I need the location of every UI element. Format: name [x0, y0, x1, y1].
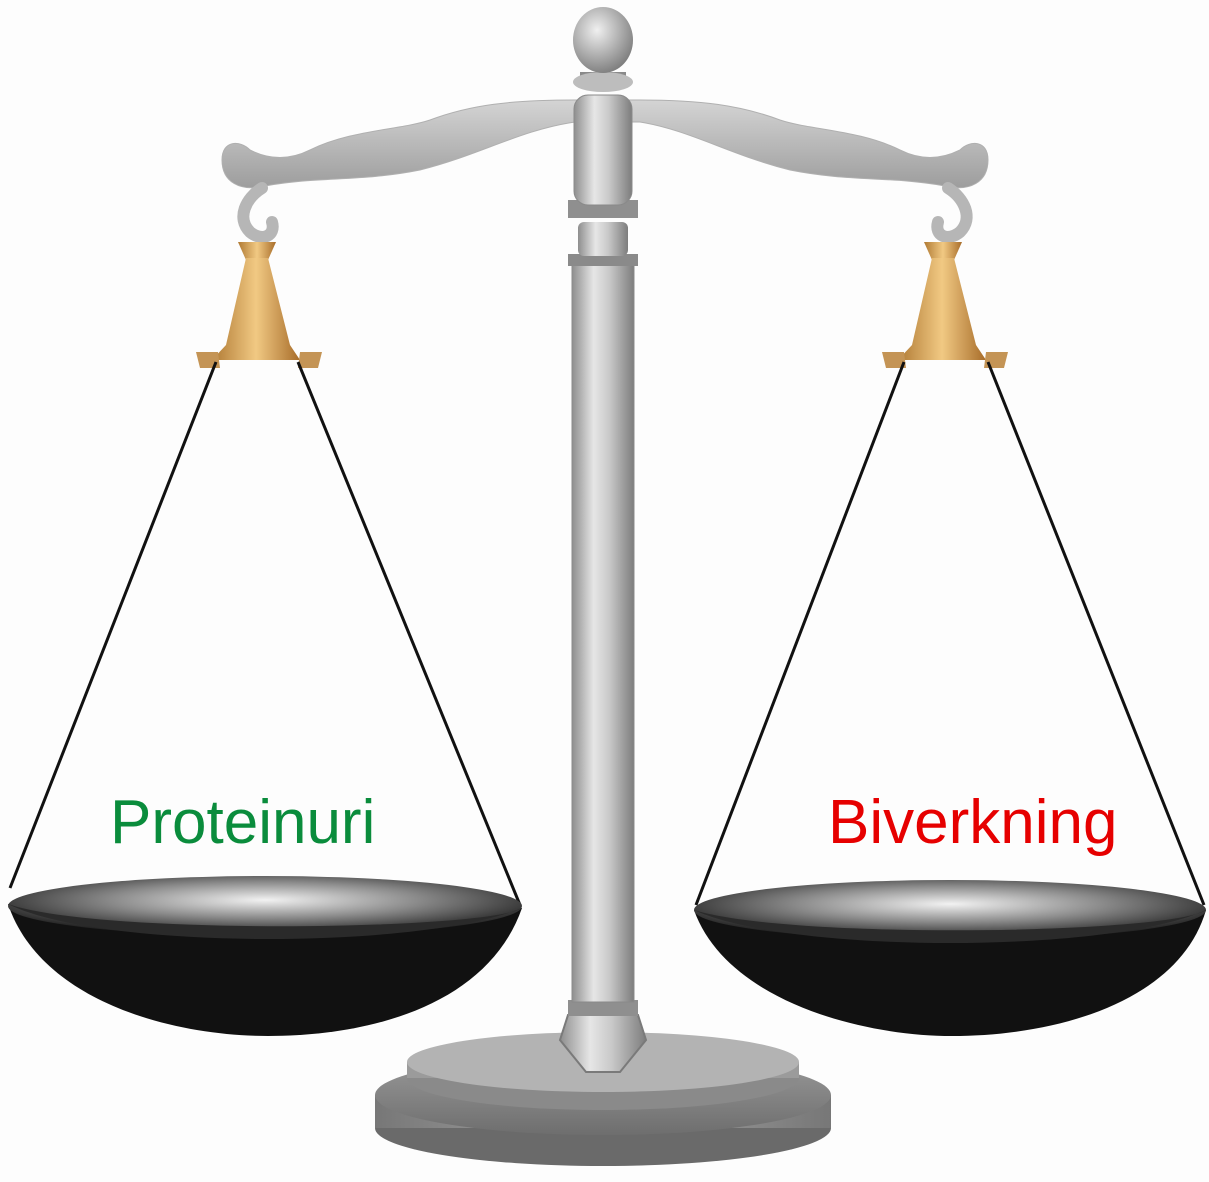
- right-pan: [694, 880, 1206, 1036]
- left-pan: [8, 876, 522, 1036]
- column-shaft: [572, 262, 634, 1002]
- left-pan-label: Proteinuri: [110, 792, 375, 854]
- right-pan-label: Biverkning: [828, 792, 1117, 854]
- top-knob: [573, 7, 633, 73]
- left-hanger: [196, 188, 322, 368]
- right-hanger: [882, 188, 1008, 368]
